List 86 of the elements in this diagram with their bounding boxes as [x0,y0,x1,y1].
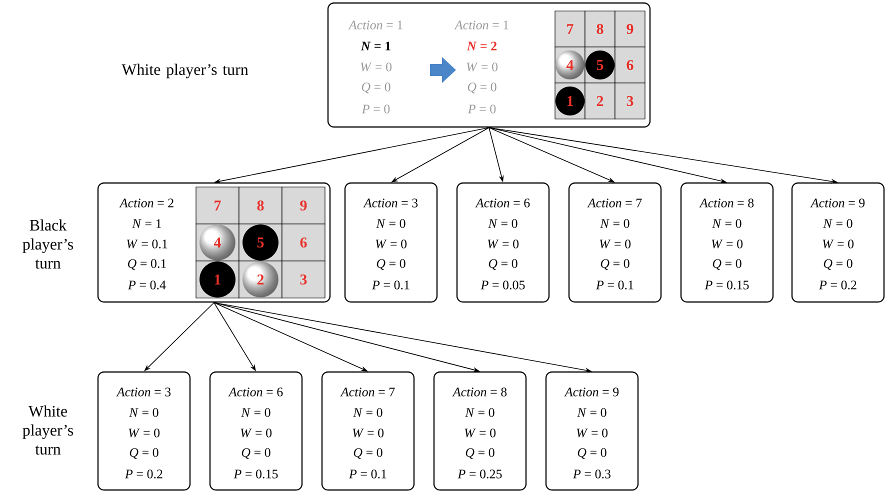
side-label: Black player’s turn [22,219,74,269]
stat-text: W = 0.1 [126,240,168,248]
board-cell: 2 [238,260,282,298]
board-cell: 8 [238,186,282,224]
stat-text: N = 0 [376,219,406,228]
stat-text: P = 0.25 [458,470,502,478]
stat-text: N = 0 [353,408,382,417]
stat-text: Action = 3 [363,198,418,208]
board-cell: 6 [282,224,326,262]
stat-text: W = 0 [466,62,498,72]
board-cell: 1 [196,260,240,298]
stat-text: Action = 7 [587,198,642,208]
stat-text: Action = 8 [699,198,754,208]
board-cell: 3 [614,82,646,120]
stat-text: P = 0.4 [128,280,166,290]
stat-text: Action = 1 [348,20,402,30]
stat-text: W = 0 [576,428,608,438]
stat-text: Q = 0 [130,448,158,459]
stat-text: N = 0 [488,219,518,228]
stat-text: N = 0 [823,219,852,228]
board-cell: 6 [614,46,646,84]
stat-text: N = 0 [600,219,630,228]
stat-text: Action = 9 [810,198,865,208]
stat-text: Q = 0 [376,259,406,270]
board-cell: 7 [196,186,240,224]
board-cell: 4 [196,224,240,262]
stat-text: Q = 0 [362,82,390,94]
stat-text: N = 0 [712,219,742,228]
stat-text: W = 0 [464,428,496,438]
stat-text: P = 0 [362,104,390,114]
stat-text: Q = 0 [712,259,742,270]
stat-text: P = 0.2 [124,470,162,478]
stat-text: Action = 1 [454,20,508,30]
board-cell: 9 [282,186,326,224]
stat-text: W = 0 [352,428,384,438]
stat-text: Action = 2 [119,198,174,208]
stat-text: P = 0.3 [572,470,610,478]
stat-text: N = 0 [129,408,158,417]
stat-text: W = 0 [600,240,631,248]
stat-text: P = 0.1 [596,280,634,290]
stat-text: N = 0 [241,408,270,417]
stat-text: P = 0.15 [704,280,749,290]
stat-text: W = 0 [360,62,392,72]
board-cell: 4 [554,46,586,84]
stat-text: Q = 0 [466,448,494,459]
side-label: White player’s turn [22,405,74,455]
stat-text: W = 0 [240,428,272,438]
stat-text: Q = 0 [600,259,630,270]
stat-text: N = 0 [465,408,494,417]
stat-text: W = 0 [822,240,854,248]
stat-text: N = 0 [577,408,606,417]
stat-text: Q = 0 [242,448,270,459]
board-cell: 5 [238,224,282,262]
board-cell: 5 [584,46,616,84]
stat-text: P = 0.1 [348,470,386,478]
board-cell: 8 [584,10,616,48]
stat-text: W = 0 [376,240,407,248]
stat-text: P = 0.15 [234,470,278,478]
stat-text: W = 0 [712,240,743,248]
stat-text: Action = 7 [340,388,395,396]
side-label: White player’s turn [122,64,248,78]
board-cell: 3 [282,260,326,298]
stat-text: Action = 6 [228,388,283,396]
stat-text: Action = 8 [452,388,507,396]
board-cell: 9 [614,10,646,48]
stat-text: N = 1 [132,219,162,228]
stat-text: Action = 9 [564,388,619,396]
stat-text: W = 0 [488,240,519,248]
stat-text: Q = 0 [578,448,606,459]
board-cell: 2 [584,82,616,120]
stat-text: Q = 0 [824,259,852,270]
stat-text: P = 0.2 [818,280,856,290]
board-cell: 1 [554,82,586,120]
stat-text: Action = 6 [475,198,530,208]
stat-text: Q = 0 [488,259,518,270]
stat-text: N = 1 [360,42,390,50]
stat-text: P = 0 [468,104,496,114]
stat-text: Action = 3 [116,388,171,396]
stat-text: Q = 0.1 [128,259,166,270]
stat-text: W = 0 [128,428,160,438]
stat-text: Q = 0 [468,82,496,94]
stat-text: Q = 0 [354,448,382,459]
stat-text: P = 0.1 [372,280,410,290]
board-cell: 7 [554,10,586,48]
stat-text: P = 0.05 [480,280,525,290]
stat-text: N = 2 [466,42,497,50]
